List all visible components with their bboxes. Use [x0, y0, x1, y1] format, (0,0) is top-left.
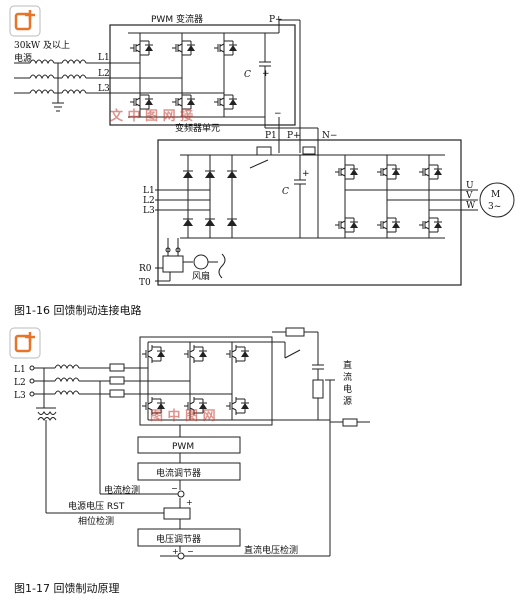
current-regulator-label: 电流调节器: [156, 467, 201, 479]
f2-dc-source: [312, 379, 324, 399]
motor-icon: [479, 182, 515, 218]
rectifier-bridge: [180, 154, 318, 239]
inv-l3-label: L3: [143, 206, 155, 216]
f2-l1-label: L1: [14, 365, 26, 375]
voltage-node-plus: +: [172, 547, 179, 556]
t0-label: T0: [139, 278, 151, 288]
fan-relay-box: [162, 255, 184, 273]
input-l2-label: L2: [98, 69, 110, 79]
source-label-line1: 30kW 及以上: [14, 40, 70, 51]
pwm-converter-box: [109, 24, 296, 126]
figure-1-16: PWM 变流器 P+ 30kW 及以上 电源 L1 L2 L3: [8, 4, 515, 317]
pwm-converter-title: PWM 变流器: [151, 13, 203, 25]
converter-bridge: [129, 33, 238, 117]
f2-input-lines: [29, 363, 232, 514]
multiplier-block: [163, 507, 191, 520]
current-detect-label: 电流检测: [104, 484, 140, 496]
fan-motor-icon: [193, 254, 209, 270]
cap-plus-2: +: [302, 169, 310, 179]
dc-source-char-3: 电: [343, 383, 352, 395]
watermark-text-2: 图 中 图 网: [150, 408, 216, 424]
dc-voltage-detect-label: 直流电压检测: [244, 544, 298, 556]
current-node-minus: −: [171, 484, 178, 493]
f2-converter-bridge: [141, 341, 305, 421]
pwm-block: [137, 436, 241, 454]
fuse: [302, 146, 316, 155]
phase-detect-label: 相位检测: [78, 515, 114, 527]
voltage-regulator-label: 电压调节器: [156, 533, 201, 545]
out-v-label: V: [465, 191, 473, 201]
figure-1-16-caption: 图1-16 回馈制动连接电路: [14, 304, 141, 317]
voltage-rst-label: 电源电压 RST: [68, 500, 125, 512]
n-minus-label: N−: [322, 131, 337, 141]
motor-m-label: M: [491, 190, 500, 200]
f2-converter-box: [139, 336, 273, 426]
current-node-plus: +: [186, 498, 193, 507]
input-l3-label: L3: [98, 84, 110, 94]
p-plus-top-label: P+: [269, 15, 283, 25]
pwm-label: PWM: [172, 442, 194, 452]
dc-source-char-1: 直: [343, 359, 352, 371]
f2-l2-label: L2: [14, 378, 26, 388]
input-l1-label: L1: [98, 53, 110, 63]
cap-plus-1: +: [262, 69, 270, 79]
f2-fuse: [285, 327, 305, 337]
fan-icon: [218, 253, 226, 279]
image-plus-icon: [8, 326, 42, 360]
inv-l1-label: L1: [143, 186, 155, 196]
watermark-text: 文 中 图 网 接: [110, 108, 193, 124]
dc-source-char-2: 流: [343, 371, 352, 383]
dc-source-char-4: 源: [343, 396, 352, 407]
f2-l3-label: L3: [14, 391, 26, 401]
current-summing-node: [177, 490, 185, 498]
fan-label: 风扇: [192, 270, 210, 282]
inverter-bridge: [300, 154, 478, 239]
voltage-regulator-block: [137, 528, 241, 547]
r0-label: R0: [139, 264, 152, 274]
voltage-summing-node: [177, 552, 185, 560]
source-label-line2: 电源: [14, 52, 32, 64]
cap-minus-1: −: [274, 109, 282, 119]
cap-c-label-1: C: [244, 70, 251, 80]
figure-1-17: L1 L2 L3: [8, 326, 370, 595]
motor-phase-label: 3~: [488, 202, 501, 212]
cap-c-label-2: C: [282, 187, 289, 197]
voltage-node-minus: −: [187, 547, 194, 556]
figure-1-17-caption: 图1-17 回馈制动原理: [14, 582, 119, 595]
image-plus-icon: [8, 4, 42, 38]
current-regulator-block: [137, 462, 241, 481]
dc-reactor: [256, 146, 272, 156]
inverter-unit-box: [157, 139, 462, 286]
input-reactors: [14, 59, 135, 112]
inv-l2-label: L2: [143, 196, 155, 206]
p1-label: P1: [265, 131, 277, 141]
out-w-label: W: [466, 201, 476, 211]
p-plus-label: P+: [287, 131, 301, 141]
inverter-unit-label: 变频器单元: [175, 122, 220, 134]
out-u-label: U: [466, 181, 474, 191]
